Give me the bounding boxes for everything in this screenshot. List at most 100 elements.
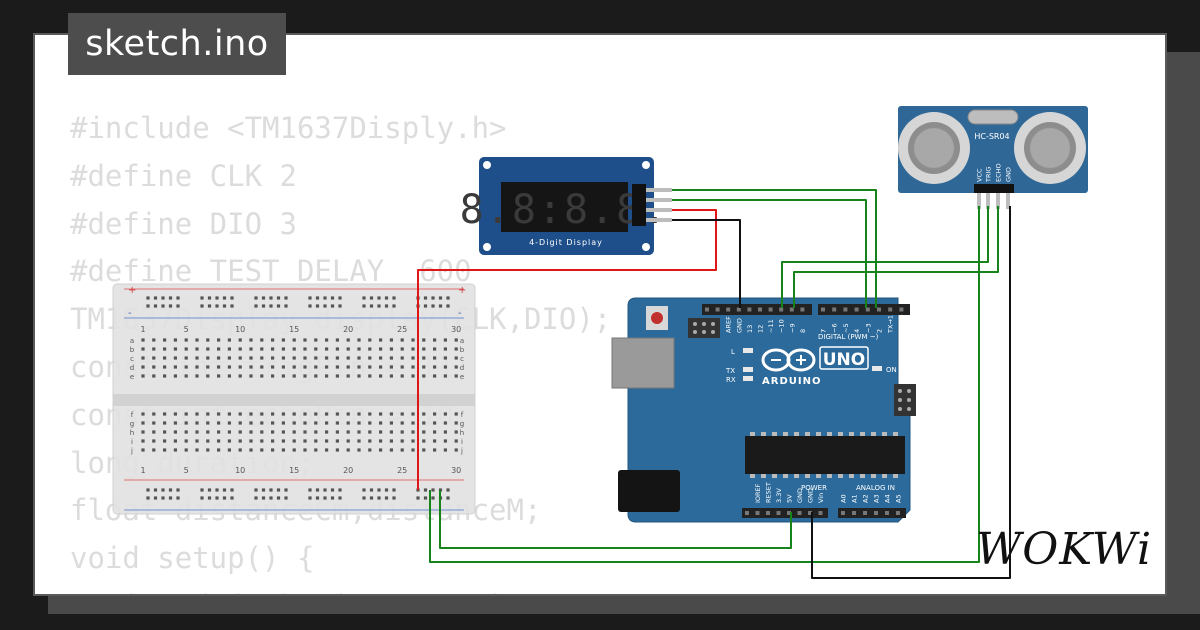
breadboard-hole[interactable] xyxy=(206,430,210,434)
breadboard-hole[interactable] xyxy=(379,356,383,360)
rail-hole[interactable] xyxy=(369,304,374,308)
breadboard-hole[interactable] xyxy=(281,430,285,434)
breadboard-hole[interactable] xyxy=(173,439,177,443)
display-pin-clk[interactable] xyxy=(646,188,672,192)
rail-hole[interactable] xyxy=(215,304,219,308)
breadboard-hole[interactable] xyxy=(357,374,361,378)
breadboard-hole[interactable] xyxy=(389,412,393,416)
breadboard-hole[interactable] xyxy=(249,356,253,360)
breadboard-hole[interactable] xyxy=(184,439,188,443)
breadboard-hole[interactable] xyxy=(325,439,329,443)
wire-dio[interactable] xyxy=(672,199,867,308)
breadboard-hole[interactable] xyxy=(227,448,231,452)
breadboard-hole[interactable] xyxy=(217,421,221,425)
breadboard-hole[interactable] xyxy=(422,430,426,434)
breadboard-hole[interactable] xyxy=(281,356,285,360)
breadboard-hole[interactable] xyxy=(271,347,275,351)
header-pin[interactable] xyxy=(899,307,904,312)
breadboard-hole[interactable] xyxy=(271,374,275,378)
breadboard-hole[interactable] xyxy=(379,439,383,443)
breadboard-hole[interactable] xyxy=(206,439,210,443)
breadboard-hole[interactable] xyxy=(206,356,210,360)
breadboard-hole[interactable] xyxy=(206,365,210,369)
breadboard-hole[interactable] xyxy=(325,347,329,351)
rail-hole[interactable] xyxy=(446,304,450,308)
breadboard-hole[interactable] xyxy=(152,430,156,434)
breadboard-hole[interactable] xyxy=(443,412,447,416)
rail-hole[interactable] xyxy=(377,488,381,492)
breadboard-hole[interactable] xyxy=(389,439,393,443)
breadboard-hole[interactable] xyxy=(368,439,372,443)
breadboard-hole[interactable] xyxy=(443,374,447,378)
breadboard-hole[interactable] xyxy=(443,338,447,342)
rail-hole[interactable] xyxy=(308,296,312,300)
breadboard-hole[interactable] xyxy=(292,356,296,360)
breadboard-hole[interactable] xyxy=(195,439,199,443)
breadboard-hole[interactable] xyxy=(443,347,447,351)
breadboard-hole[interactable] xyxy=(400,448,404,452)
breadboard-hole[interactable] xyxy=(314,412,318,416)
breadboard-hole[interactable] xyxy=(238,356,242,360)
breadboard-hole[interactable] xyxy=(357,430,361,434)
breadboard-hole[interactable] xyxy=(368,421,372,425)
breadboard-hole[interactable] xyxy=(173,338,177,342)
breadboard-hole[interactable] xyxy=(249,421,253,425)
breadboard-hole[interactable] xyxy=(433,448,437,452)
rail-hole[interactable] xyxy=(362,296,366,300)
rail-hole[interactable] xyxy=(230,488,234,492)
rail-hole[interactable] xyxy=(384,496,389,500)
wire-sensor-gnd[interactable] xyxy=(811,206,1011,579)
breadboard-hole[interactable] xyxy=(422,338,426,342)
header-pin[interactable] xyxy=(854,307,859,312)
rail-hole[interactable] xyxy=(338,488,342,492)
breadboard-hole[interactable] xyxy=(346,412,350,416)
breadboard-hole[interactable] xyxy=(400,365,404,369)
breadboard-hole[interactable] xyxy=(206,347,210,351)
breadboard-hole[interactable] xyxy=(303,356,307,360)
breadboard-hole[interactable] xyxy=(152,421,156,425)
breadboard-hole[interactable] xyxy=(227,347,231,351)
rail-hole[interactable] xyxy=(254,296,258,300)
header-pin[interactable] xyxy=(745,511,749,515)
breadboard-hole[interactable] xyxy=(357,439,361,443)
breadboard-hole[interactable] xyxy=(314,356,318,360)
breadboard-hole[interactable] xyxy=(325,338,329,342)
breadboard-hole[interactable] xyxy=(346,430,350,434)
breadboard-hole[interactable] xyxy=(433,439,437,443)
header-pin[interactable] xyxy=(852,511,856,515)
rail-hole[interactable] xyxy=(438,296,443,300)
rail-hole[interactable] xyxy=(261,496,266,500)
breadboard-hole[interactable] xyxy=(184,448,188,452)
breadboard-hole[interactable] xyxy=(271,338,275,342)
breadboard-hole[interactable] xyxy=(454,412,458,416)
breadboard-hole[interactable] xyxy=(335,430,339,434)
breadboard-hole[interactable] xyxy=(368,430,372,434)
breadboard-hole[interactable] xyxy=(314,347,318,351)
breadboard-hole[interactable] xyxy=(238,421,242,425)
rail-hole[interactable] xyxy=(431,488,435,492)
header-pin[interactable] xyxy=(779,307,784,312)
rail-hole[interactable] xyxy=(392,496,396,500)
breadboard-hole[interactable] xyxy=(206,448,210,452)
breadboard-hole[interactable] xyxy=(325,356,329,360)
breadboard-hole[interactable] xyxy=(379,430,383,434)
rail-hole[interactable] xyxy=(377,296,381,300)
wire-5v[interactable] xyxy=(439,490,792,549)
breadboard-hole[interactable] xyxy=(303,421,307,425)
breadboard-hole[interactable] xyxy=(292,430,296,434)
breadboard-hole[interactable] xyxy=(368,448,372,452)
breadboard-hole[interactable] xyxy=(163,356,167,360)
breadboard-hole[interactable] xyxy=(400,338,404,342)
breadboard-hole[interactable] xyxy=(357,421,361,425)
rail-hole[interactable] xyxy=(254,304,258,308)
header-pin[interactable] xyxy=(800,307,805,312)
breadboard-hole[interactable] xyxy=(335,338,339,342)
breadboard-hole[interactable] xyxy=(152,347,156,351)
breadboard-hole[interactable] xyxy=(173,448,177,452)
breadboard-hole[interactable] xyxy=(195,412,199,416)
breadboard-hole[interactable] xyxy=(173,365,177,369)
breadboard-hole[interactable] xyxy=(389,365,393,369)
breadboard-hole[interactable] xyxy=(152,356,156,360)
breadboard-hole[interactable] xyxy=(141,365,145,369)
breadboard-hole[interactable] xyxy=(454,365,458,369)
